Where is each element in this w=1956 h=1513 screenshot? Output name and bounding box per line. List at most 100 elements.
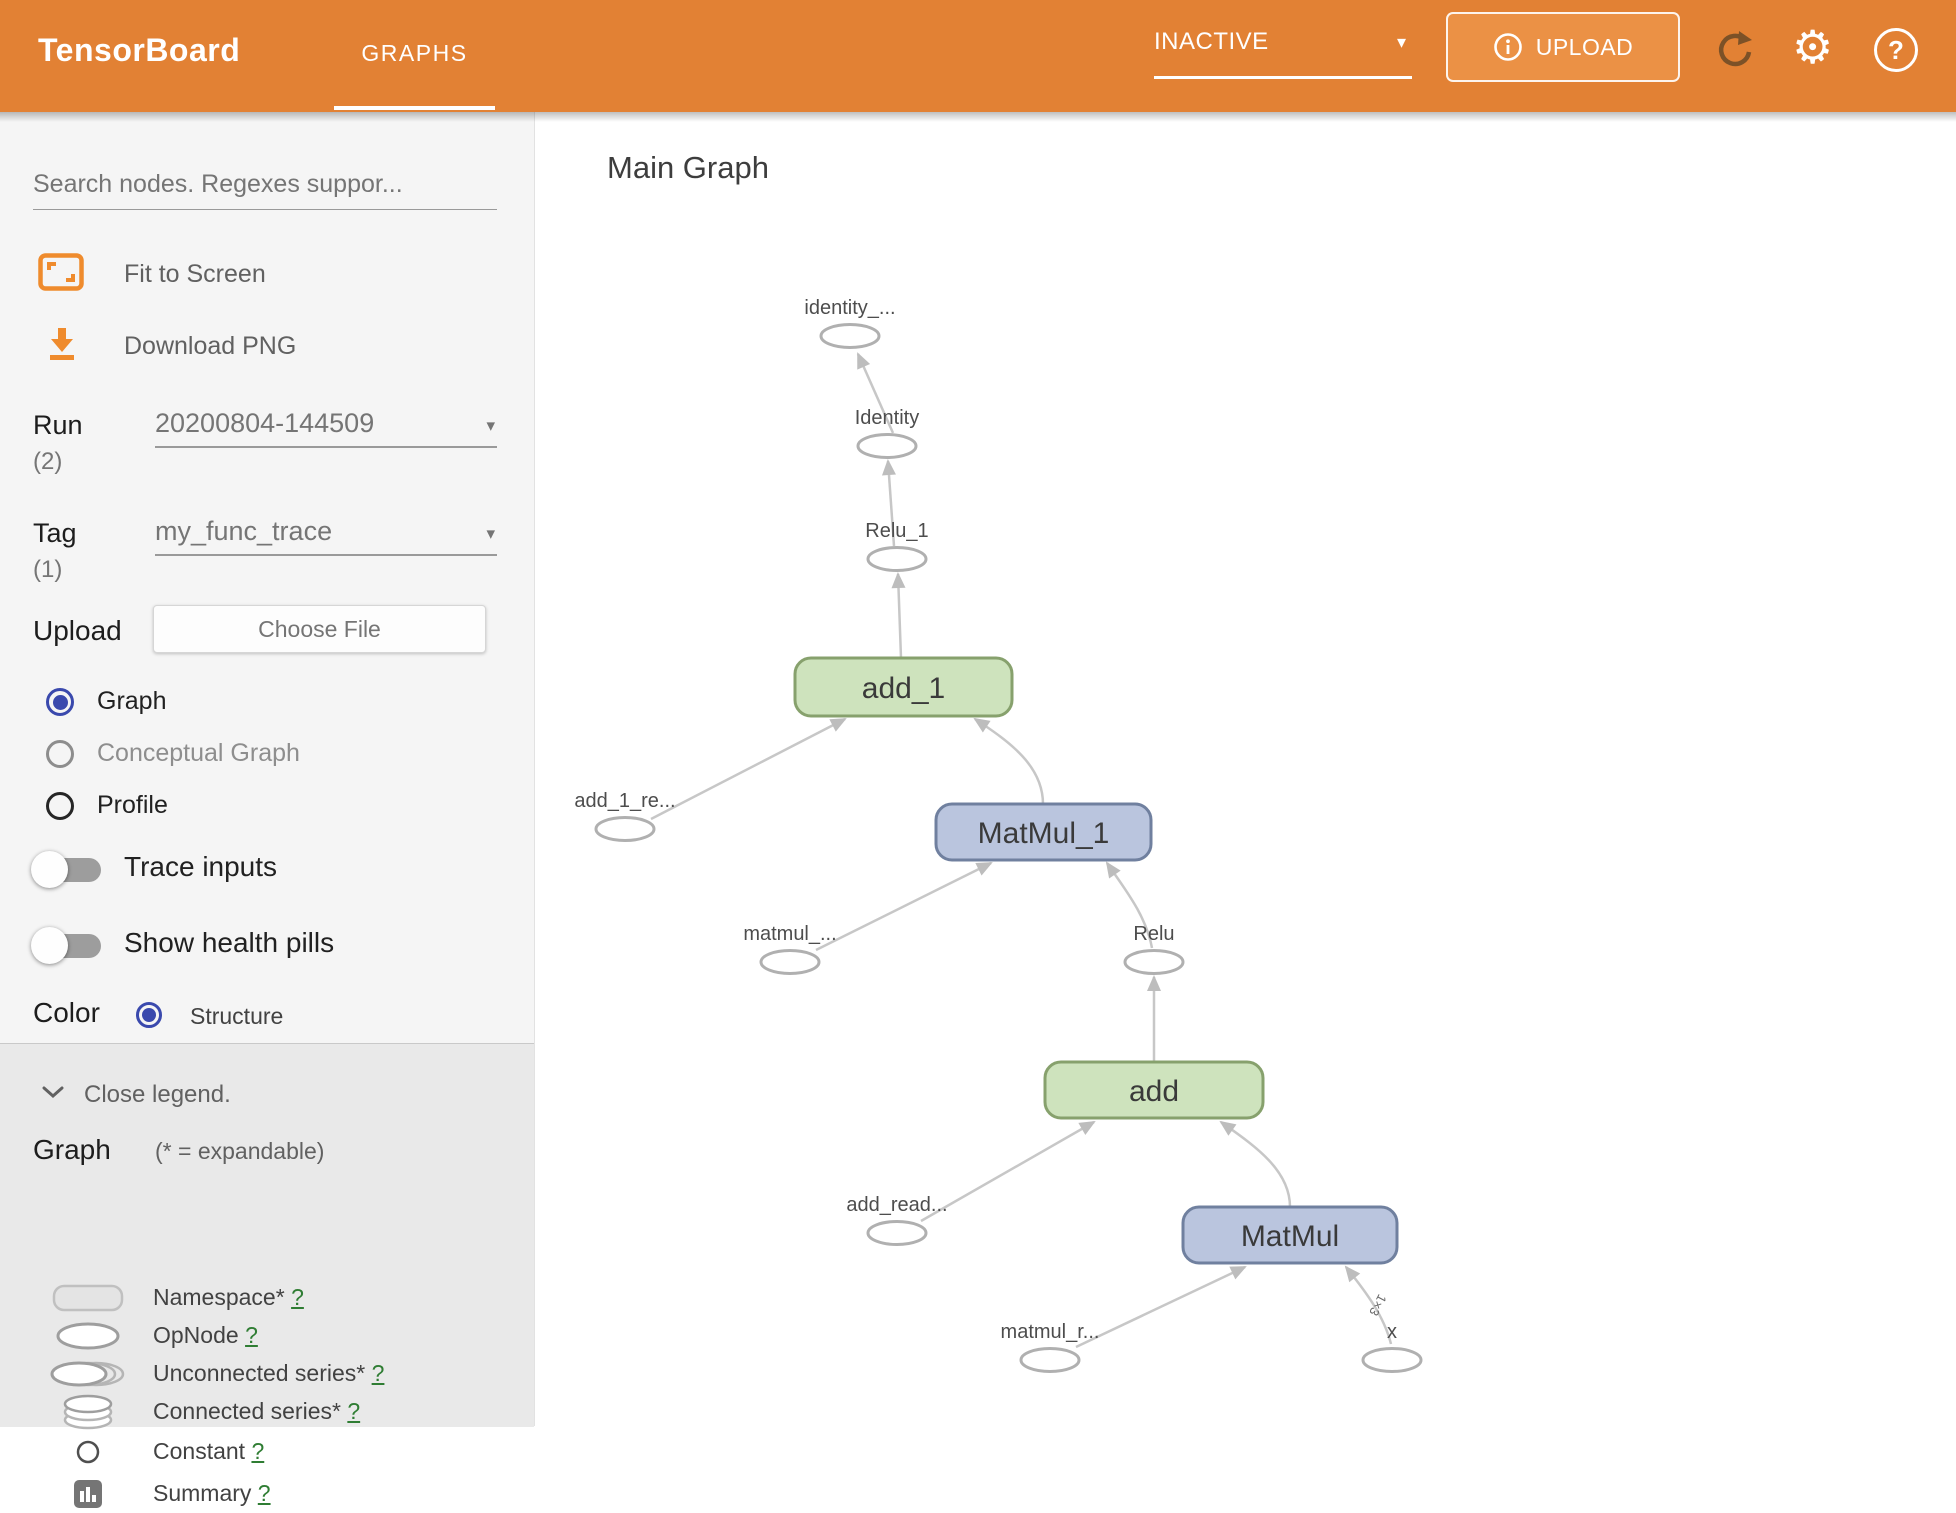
edge-Identity-to-identity_out [856, 352, 895, 434]
namespace-label: add_1 [862, 672, 945, 705]
tag-count: (1) [33, 556, 63, 583]
gear-icon[interactable]: ⚙ [1792, 21, 1834, 73]
graph-node-Relu[interactable]: Relu [1123, 923, 1185, 975]
chevron-down-icon: ▾ [486, 524, 495, 543]
info-icon [1493, 32, 1523, 62]
header-shadow [0, 112, 1956, 122]
help-link[interactable]: ? [257, 1480, 271, 1506]
tag-label: Tag [33, 518, 77, 548]
opnode-ellipse [866, 1220, 928, 1246]
legend-label: Unconnected series* [153, 1360, 366, 1386]
fit-to-screen-button[interactable]: Fit to Screen [0, 250, 534, 298]
legend-item-summary: Summary ? [0, 1474, 534, 1513]
view-option-label: Graph [97, 687, 167, 715]
constant-icon [33, 1432, 143, 1471]
legend-item-unconnected-series: Unconnected series* ? [0, 1354, 534, 1393]
graph-node-Identity[interactable]: Identity [855, 407, 919, 459]
edge-matmul_r_read-to-MatMul [1075, 1265, 1247, 1349]
trace-inputs-label: Trace inputs [124, 851, 278, 882]
color-label: Color [33, 997, 100, 1028]
edge-add_1-to-Relu_1 [891, 572, 906, 659]
view-option-label: Conceptual Graph [97, 739, 300, 767]
top-app-bar: TensorBoard GRAPHS INACTIVE ▾ UPLOAD ⚙ ? [0, 0, 1956, 112]
legend-label: Connected series* [153, 1398, 341, 1424]
tag-field: Tag (1) my_func_trace ▾ [0, 510, 534, 590]
upload-button[interactable]: UPLOAD [1446, 12, 1680, 82]
opnode-label: x [1387, 1321, 1397, 1343]
download-png-button[interactable]: Download PNG [0, 322, 534, 370]
namespace-label: MatMul_1 [978, 817, 1110, 850]
graph-node-MatMul[interactable]: MatMul [1181, 1205, 1399, 1265]
opnode-label: Relu [1133, 923, 1174, 945]
toggle-off-icon [31, 849, 105, 889]
chevron-down-icon: ▾ [486, 416, 495, 435]
sidebar: Fit to Screen Download PNG Run (2) 20200… [0, 112, 535, 1508]
refresh-icon[interactable] [1712, 26, 1758, 77]
legend-item-opnode: OpNode ? [0, 1316, 534, 1355]
view-option-conceptual-graph[interactable]: Conceptual Graph [0, 732, 534, 776]
tab-graphs[interactable]: GRAPHS [334, 0, 495, 110]
summary-icon [33, 1474, 143, 1513]
connected-series-icon [33, 1392, 143, 1431]
tag-dropdown[interactable]: my_func_trace ▾ [155, 516, 497, 556]
show-health-pills-toggle[interactable]: Show health pills [0, 922, 534, 968]
help-link[interactable]: ? [245, 1322, 258, 1348]
chevron-down-icon [42, 1085, 64, 1099]
choose-file-button[interactable]: Choose File [153, 605, 486, 653]
legend-item-constant: Constant ? [0, 1432, 534, 1471]
namespace-box [793, 656, 1014, 718]
namespace-icon [33, 1278, 143, 1317]
legend-label: Constant [153, 1438, 246, 1464]
graph-node-matmul_r_read[interactable]: matmul_r... [1001, 1321, 1100, 1373]
legend-item-namespace: Namespace* ? [0, 1278, 534, 1317]
edge-matmul_read-to-MatMul_1 [815, 861, 993, 952]
legend-label: Summary [153, 1480, 252, 1506]
download-icon [42, 324, 82, 369]
run-label: Run [33, 410, 83, 440]
graph-node-MatMul_1[interactable]: MatMul_1 [934, 802, 1153, 862]
upload-field: Upload Choose File [0, 605, 534, 661]
graph-node-x[interactable]: x [1361, 1321, 1423, 1373]
graph-node-Relu_1[interactable]: Relu_1 [865, 520, 929, 572]
run-field: Run (2) 20200804-144509 ▾ [0, 402, 534, 482]
close-legend-button[interactable]: Close legend. [0, 1079, 534, 1115]
opnode-ellipse [1019, 1347, 1081, 1373]
graph-node-add_read[interactable]: add_read... [846, 1194, 948, 1246]
run-count: (2) [33, 448, 63, 475]
view-option-graph[interactable]: Graph [0, 680, 534, 724]
help-link[interactable]: ? [251, 1438, 265, 1464]
upload-label: Upload [33, 615, 122, 646]
edge-add_read-to-add [920, 1120, 1096, 1223]
download-png-label: Download PNG [124, 331, 297, 360]
opnode-ellipse [759, 949, 821, 975]
main-graph-title: Main Graph [607, 150, 769, 185]
trace-inputs-toggle[interactable]: Trace inputs [0, 846, 534, 892]
run-dropdown[interactable]: 20200804-144509 ▾ [155, 408, 497, 448]
graph-node-matmul_read[interactable]: matmul_... [743, 923, 837, 975]
search-input[interactable] [33, 170, 497, 210]
radio-selected-icon[interactable] [136, 1002, 162, 1028]
fit-to-screen-label: Fit to Screen [124, 259, 266, 288]
graph-canvas[interactable]: 1×3 identity_...IdentityRelu_1add_1add_1… [534, 112, 1956, 1426]
status-dropdown[interactable]: INACTIVE ▾ [1154, 28, 1412, 79]
status-value: INACTIVE [1154, 28, 1269, 55]
help-icon[interactable]: ? [1874, 28, 1918, 72]
help-link[interactable]: ? [291, 1284, 304, 1310]
view-option-profile[interactable]: Profile [0, 784, 534, 828]
edge-MatMul_1-to-add_1 [973, 717, 1045, 805]
legend-panel: Close legend. Graph (* = expandable) Nam… [0, 1043, 534, 1508]
edge-Relu-to-MatMul_1 [1105, 861, 1154, 949]
help-link[interactable]: ? [371, 1360, 385, 1386]
opnode-ellipse [594, 816, 656, 842]
graph-node-identity_out[interactable]: identity_... [804, 297, 896, 349]
graph-node-add[interactable]: add [1043, 1060, 1265, 1120]
graph-node-add_1[interactable]: add_1 [793, 656, 1014, 718]
help-link[interactable]: ? [347, 1398, 361, 1424]
edge-add_1_read-to-add_1 [650, 717, 847, 821]
opnode-label: Relu_1 [865, 520, 928, 542]
help-glyph: ? [1888, 34, 1904, 65]
graph-node-add_1_read[interactable]: add_1_re... [574, 790, 676, 842]
toggle-off-icon [31, 925, 105, 965]
opnode-ellipse [856, 433, 918, 459]
